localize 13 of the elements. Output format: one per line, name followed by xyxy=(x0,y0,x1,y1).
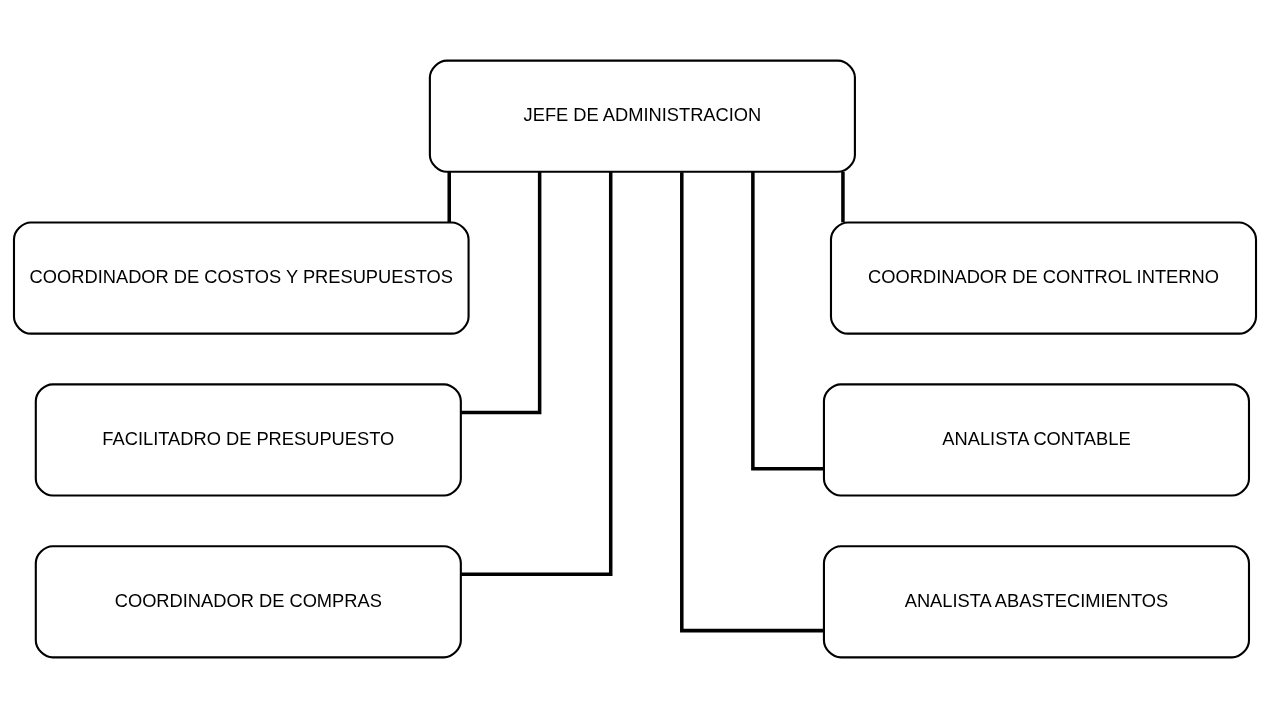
connector xyxy=(447,171,451,222)
connector xyxy=(461,171,542,414)
connector xyxy=(841,171,845,222)
node-box: COORDINADOR DE COSTOS Y PRESUPUESTOS xyxy=(12,220,470,335)
node-box: COORDINADOR DE CONTROL INTERNO xyxy=(829,220,1258,335)
connector xyxy=(680,171,824,632)
connector xyxy=(751,171,824,471)
node-box: JEFE DE ADMINISTRACION xyxy=(428,59,856,173)
node-box: FACILITADRO DE PRESUPUESTO xyxy=(34,382,462,497)
node-box: ANALISTA CONTABLE xyxy=(822,382,1251,497)
connector xyxy=(461,171,613,576)
node-box: ANALISTA ABASTECIMIENTOS xyxy=(822,544,1251,658)
node-box: COORDINADOR DE COMPRAS xyxy=(34,544,462,658)
